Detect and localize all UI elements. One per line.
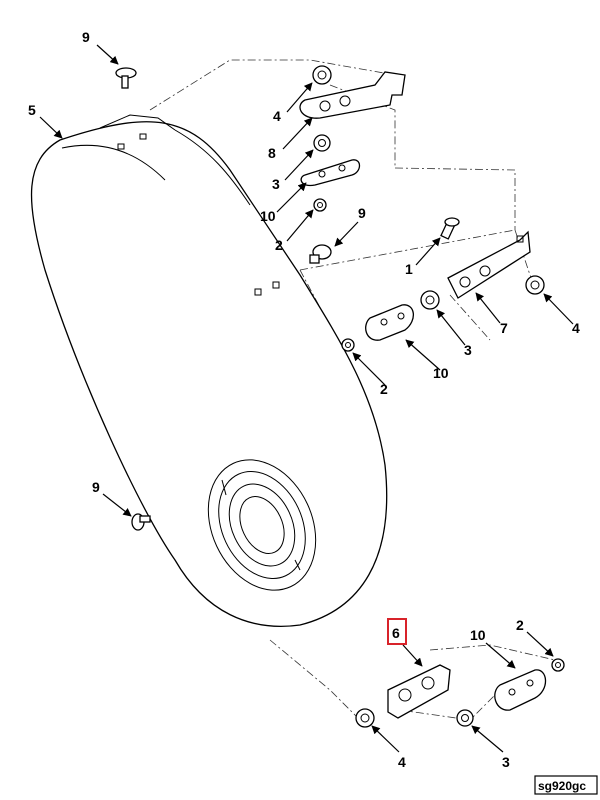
push-pin-left [131,513,151,531]
bracket-6 [387,664,451,719]
callout-4-top: 4 [273,108,281,124]
callout-5: 5 [28,102,36,118]
lockwasher-top [312,65,332,85]
lockwasher-3-mid [420,290,440,310]
lockwasher-3-top [313,134,331,152]
lockwasher-4-bottom [355,708,375,728]
nut-2-mid [341,338,355,352]
callout-8: 8 [268,145,276,161]
housing-cover [30,114,388,627]
callout-labels: 9 5 4 8 3 10 2 9 1 7 4 3 10 2 9 6 10 2 4… [28,29,580,770]
lockwasher-4-right [525,275,545,295]
callout-10-top: 10 [260,208,276,224]
callout-10-mid: 10 [433,365,449,381]
callout-3-mid: 3 [464,342,472,358]
callout-6-highlight-box [387,618,407,645]
push-pin-middle [309,244,332,264]
callout-9-top: 9 [82,29,90,45]
screw-1 [440,217,460,240]
callout-7: 7 [500,320,508,336]
callout-6: 6 [392,625,400,641]
callout-9-left: 9 [92,479,100,495]
callout-4-right: 4 [572,320,580,336]
vent-grille [207,459,317,591]
push-pin-top [115,67,137,89]
callout-3-top: 3 [272,176,280,192]
lockwasher-3-bottom [456,709,474,727]
bracket-8 [299,71,406,119]
figure-id: sg920gc [538,779,586,793]
callout-2-mid: 2 [380,381,388,397]
callout-3-bottom: 3 [502,754,510,770]
callout-2-bottom: 2 [516,617,524,633]
leader-lines [39,44,574,753]
callout-10-bottom: 10 [470,627,486,643]
nut-2-bottom [551,658,565,672]
callout-4-bottom: 4 [398,754,406,770]
callout-9-middle: 9 [358,205,366,221]
figure-id-box: sg920gc [534,775,598,795]
callout-1: 1 [405,261,413,277]
plate-10-top [300,159,361,187]
plate-10-bottom [494,669,547,711]
nut-2-top [313,198,327,212]
plate-10-mid [365,304,414,341]
callout-2-top: 2 [275,237,283,253]
bracket-7 [447,230,531,299]
